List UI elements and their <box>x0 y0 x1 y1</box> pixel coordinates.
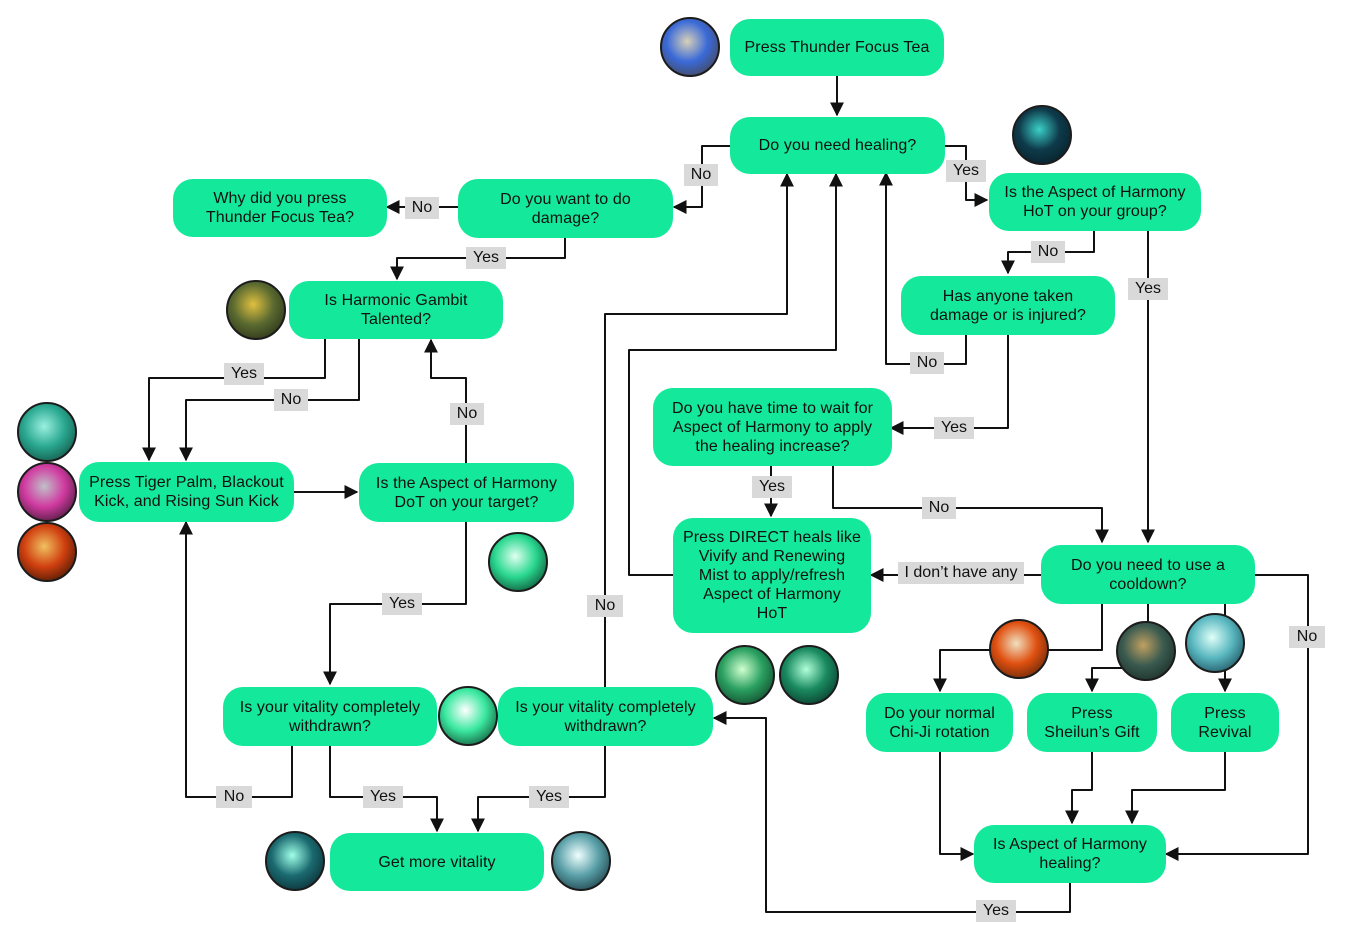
label-gambit-no: No <box>274 389 308 411</box>
node-press-tiger-palm: Press Tiger Palm, Blackout Kick, and Ris… <box>79 462 294 522</box>
label-dot-no: No <box>450 403 484 425</box>
label-mid-no: No <box>587 595 623 617</box>
node-anyone-taken-damage: Has anyone taken damage or is injured? <box>901 276 1115 335</box>
label-cooldown-no: No <box>1289 626 1325 648</box>
node-aoh-healing: Is Aspect of Harmony healing? <box>974 825 1166 883</box>
vivify-icon <box>715 645 775 705</box>
blackout-kick-icon <box>17 462 77 522</box>
label-hot-yes: Yes <box>1128 278 1168 300</box>
node-aoh-hot-on-group: Is the Aspect of Harmony HoT on your gro… <box>989 173 1201 231</box>
rising-sun-kick-icon <box>17 522 77 582</box>
edge-cooldown-no <box>1164 574 1309 861</box>
revival-icon <box>1185 613 1245 673</box>
sheiluns-gift-icon <box>1116 621 1176 681</box>
edge-time-no <box>832 466 1109 544</box>
label-cooldown-idont: I don’t have any <box>898 562 1024 584</box>
node-do-you-need-healing: Do you need healing? <box>730 117 945 174</box>
label-vit-left-yes: Yes <box>363 786 403 808</box>
label-gambit-yes: Yes <box>224 363 264 385</box>
label-vit-left-no: No <box>216 786 252 808</box>
node-why-thunder-focus-tea: Why did you press Thunder Focus Tea? <box>173 179 387 237</box>
label-vit-mid-yes: Yes <box>529 786 569 808</box>
label-aoh-healing-yes: Yes <box>976 900 1016 922</box>
edge-chiji-down <box>939 752 975 861</box>
chi-ji-icon <box>989 619 1049 679</box>
vitality-burst-icon <box>438 686 498 746</box>
label-hot-no: No <box>1031 241 1065 263</box>
thunder-focus-tea-icon <box>660 17 720 77</box>
edge-vit-mid-no <box>604 172 794 687</box>
label-healing-yes: Yes <box>946 160 986 182</box>
edge-gambit-no <box>179 339 360 462</box>
label-anyone-no: No <box>910 352 944 374</box>
node-need-cooldown: Do you need to use a cooldown? <box>1041 545 1255 604</box>
node-press-sheiluns-gift: Press Sheilun’s Gift <box>1027 693 1157 752</box>
edge-vit-left-no <box>179 520 293 798</box>
node-time-to-wait: Do you have time to wait for Aspect of H… <box>653 388 892 466</box>
node-harmonic-gambit-talented: Is Harmonic Gambit Talented? <box>289 281 503 339</box>
label-damage-no: No <box>405 197 439 219</box>
aspect-of-harmony-dot-icon <box>488 532 548 592</box>
edge-anyone-no <box>879 171 967 365</box>
node-press-direct-heals: Press DIRECT heals like Vivify and Renew… <box>673 518 871 633</box>
label-time-no: No <box>922 497 956 519</box>
node-press-revival: Press Revival <box>1171 693 1279 752</box>
harmonic-gambit-icon <box>226 280 286 340</box>
node-aoh-dot-on-target: Is the Aspect of Harmony DoT on your tar… <box>359 463 574 522</box>
node-vitality-withdrawn-left: Is your vitality completely withdrawn? <box>223 687 437 746</box>
label-time-yes: Yes <box>752 476 792 498</box>
tiger-palm-icon <box>17 402 77 462</box>
edge-aoh-healing-yes <box>712 711 1071 913</box>
label-damage-yes: Yes <box>466 247 506 269</box>
label-healing-no: No <box>684 164 718 186</box>
celestial-conduit-icon <box>551 831 611 891</box>
label-dot-yes: Yes <box>382 593 422 615</box>
edge-anyone-yes <box>889 335 1009 435</box>
node-press-thunder-focus-tea: Press Thunder Focus Tea <box>730 19 944 76</box>
node-chi-ji-rotation: Do your normal Chi-Ji rotation <box>866 693 1013 752</box>
edge-sheilun-down <box>1065 752 1093 825</box>
node-vitality-withdrawn-mid: Is your vitality completely withdrawn? <box>498 687 713 746</box>
mana-tea-icon <box>265 831 325 891</box>
renewing-mist-icon <box>779 645 839 705</box>
edge-dot-no <box>424 338 467 463</box>
node-do-you-want-damage: Do you want to do damage? <box>458 179 673 238</box>
edge-direct-back <box>628 172 843 576</box>
edge-revival-down <box>1125 752 1226 825</box>
node-get-more-vitality: Get more vitality <box>330 833 544 891</box>
aspect-of-harmony-icon <box>1012 105 1072 165</box>
label-anyone-yes: Yes <box>934 417 974 439</box>
